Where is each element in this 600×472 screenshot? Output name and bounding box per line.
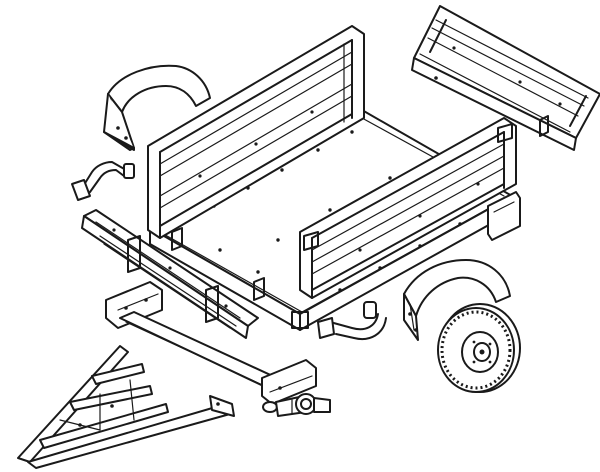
a-frame-tongue (17, 345, 235, 469)
right-fender (403, 259, 511, 341)
front-side-panel (147, 25, 365, 239)
right-side-panel (299, 117, 521, 299)
left-handle (71, 161, 135, 201)
rear-gate-panel (411, 5, 600, 151)
right-handle (317, 301, 387, 340)
wheel-tire (437, 303, 521, 393)
left-side-panel (81, 209, 259, 339)
coupler-jack (262, 393, 331, 417)
axle-frame (105, 281, 317, 405)
left-fender (103, 64, 211, 151)
